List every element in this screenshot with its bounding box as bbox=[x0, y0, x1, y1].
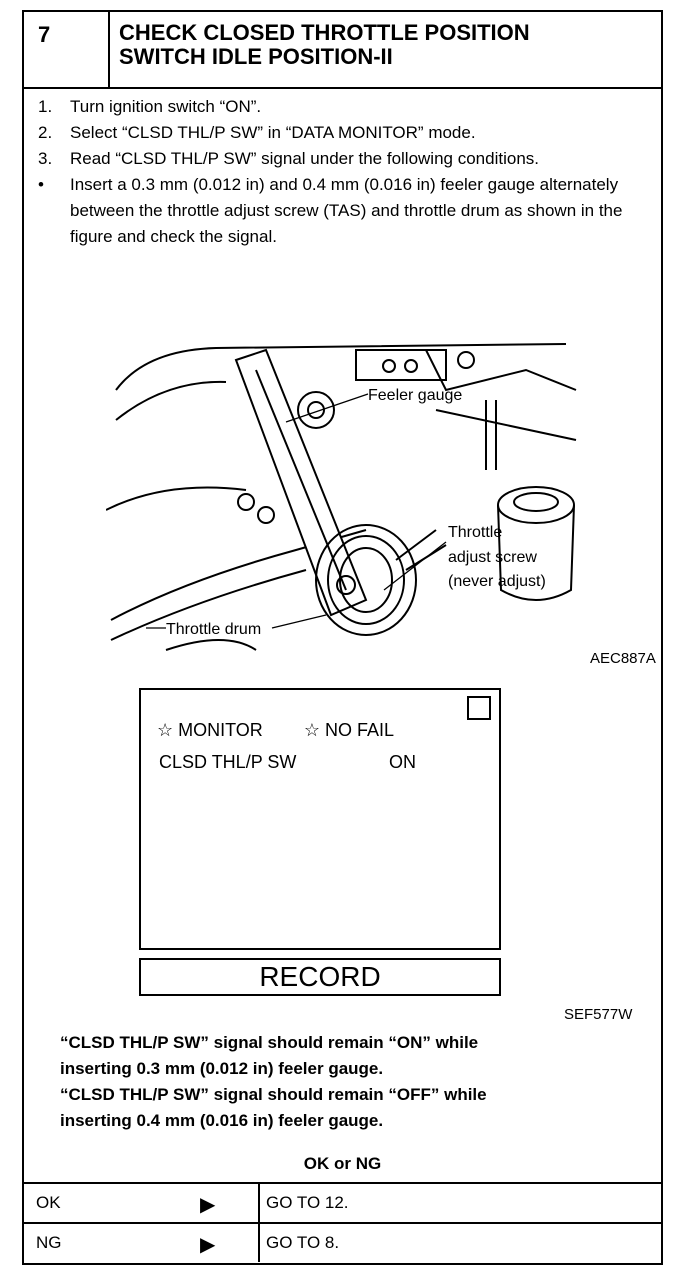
instruction-item: 2. Select “CLSD THL/P SW” in “DATA MONIT… bbox=[38, 120, 653, 146]
tas-label-line2: adjust screw bbox=[448, 549, 537, 566]
outcome-goto: GO TO 12. bbox=[266, 1193, 349, 1212]
instruction-text: Read “CLSD THL/P SW” signal under the fo… bbox=[70, 149, 539, 168]
column-divider bbox=[258, 1184, 260, 1222]
step-title-line2: SWITCH IDLE POSITION-II bbox=[119, 44, 393, 69]
result-line: “CLSD THL/P SW” signal should remain “ON… bbox=[60, 1033, 479, 1052]
result-line: “CLSD THL/P SW” signal should remain “OF… bbox=[60, 1085, 487, 1104]
bullet-icon: • bbox=[38, 175, 44, 194]
instruction-text: Insert a 0.3 mm (0.012 in) and 0.4 mm (0… bbox=[70, 175, 623, 246]
monitor-item-value: ON bbox=[389, 752, 416, 772]
checkbox-icon bbox=[467, 696, 491, 720]
instruction-number: 2. bbox=[38, 123, 53, 142]
tas-label-line1: Throttle bbox=[448, 524, 502, 541]
ok-or-ng-heading: OK or NG bbox=[303, 1154, 382, 1173]
monitor-header: ☆ MONITOR ☆ NO FAIL bbox=[157, 720, 394, 741]
instruction-text: Turn ignition switch “ON”. bbox=[70, 97, 262, 116]
instruction-list: 1. Turn ignition switch “ON”. 2. Select … bbox=[38, 94, 653, 250]
tas-label-line3: (never adjust) bbox=[448, 573, 546, 590]
arrow-right-icon: ▶ bbox=[200, 1234, 216, 1256]
outcome-row-ng: NG ▶ GO TO 8. bbox=[24, 1222, 661, 1262]
feeler-gauge-label: Feeler gauge bbox=[368, 387, 462, 404]
step-number: 7 bbox=[24, 12, 110, 87]
outcome-key: OK bbox=[36, 1193, 61, 1212]
step-title-line1: CHECK CLOSED THROTTLE POSITION bbox=[119, 20, 530, 45]
outcome-goto: GO TO 8. bbox=[266, 1233, 340, 1252]
result-line: inserting 0.4 mm (0.016 in) feeler gauge… bbox=[60, 1111, 384, 1130]
consult-monitor-screen: ☆ MONITOR ☆ NO FAIL CLSD THL/P SW ON bbox=[139, 688, 501, 950]
throttle-drum-label: Throttle drum bbox=[166, 621, 261, 638]
instruction-item: • Insert a 0.3 mm (0.012 in) and 0.4 mm … bbox=[38, 172, 653, 250]
outcome-row-ok: OK ▶ GO TO 12. bbox=[24, 1182, 661, 1222]
arrow-right-icon: ▶ bbox=[200, 1194, 216, 1216]
instruction-item: 3. Read “CLSD THL/P SW” signal under the… bbox=[38, 146, 653, 172]
record-button: RECORD bbox=[139, 958, 501, 996]
column-divider bbox=[258, 1224, 260, 1262]
instruction-number: 3. bbox=[38, 149, 53, 168]
instruction-item: 1. Turn ignition switch “ON”. bbox=[38, 94, 653, 120]
monitor-status: ☆ NO FAIL bbox=[303, 720, 394, 740]
throttle-illustration: Feeler gauge Throttle adjust screw (neve… bbox=[106, 343, 577, 651]
outcome-key: NG bbox=[36, 1233, 62, 1252]
expected-result: “CLSD THL/P SW” signal should remain “ON… bbox=[60, 1030, 645, 1134]
monitor-title: ☆ MONITOR bbox=[157, 720, 263, 740]
step-title: CHECK CLOSED THROTTLE POSITION SWITCH ID… bbox=[119, 21, 649, 69]
step-header: 7 CHECK CLOSED THROTTLE POSITION SWITCH … bbox=[24, 12, 661, 89]
procedure-frame: 7 CHECK CLOSED THROTTLE POSITION SWITCH … bbox=[22, 10, 663, 1265]
result-line: inserting 0.3 mm (0.012 in) feeler gauge… bbox=[60, 1059, 384, 1078]
figure-caption: SEF577W bbox=[564, 1006, 633, 1023]
instruction-number: 1. bbox=[38, 97, 53, 116]
monitor-item-row: CLSD THL/P SW ON bbox=[159, 752, 416, 773]
figure-caption: AEC887A bbox=[590, 650, 656, 667]
instruction-text: Select “CLSD THL/P SW” in “DATA MONITOR”… bbox=[70, 123, 476, 142]
monitor-item-name: CLSD THL/P SW bbox=[159, 752, 297, 772]
